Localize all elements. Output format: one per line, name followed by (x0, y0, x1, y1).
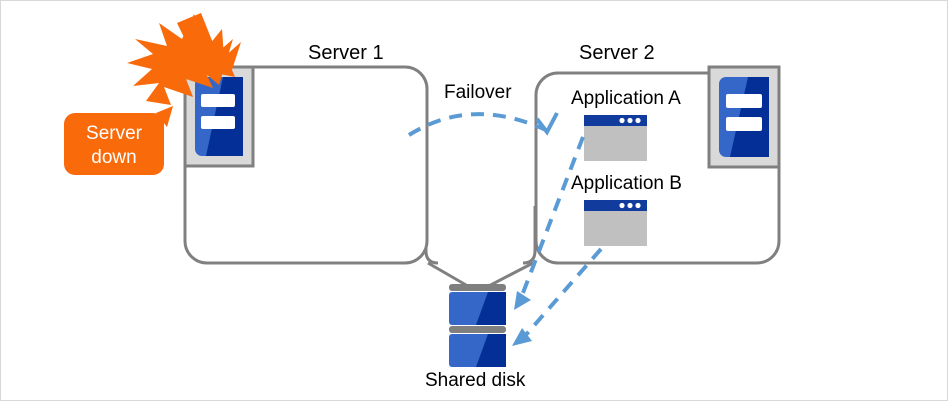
shared-disk-label: Shared disk (425, 370, 526, 391)
app-window-icon (584, 115, 647, 161)
callout-line-2: down (91, 147, 137, 168)
data-access-dashed-arrow-icon (512, 247, 603, 346)
disk-stack-icon (449, 284, 506, 367)
server-down-callout (64, 106, 173, 175)
failover-dashed-arrow-icon (407, 112, 559, 137)
app-window-icon (584, 200, 647, 246)
server1-title: Server 1 (308, 42, 384, 64)
server-rack-icon (707, 65, 781, 169)
server-rack-icon (183, 65, 255, 168)
application-b-label: Application B (571, 173, 682, 194)
server2-to-disk-connector (482, 206, 537, 291)
callout-line-1: Server (86, 123, 142, 144)
server2-title: Server 2 (579, 42, 655, 64)
application-a-label: Application A (571, 88, 681, 109)
data-access-dashed-arrow-icon (514, 136, 585, 310)
failover-label: Failover (444, 82, 512, 103)
explosion-burst-icon (127, 13, 241, 105)
server1-to-disk-connector (424, 206, 474, 291)
